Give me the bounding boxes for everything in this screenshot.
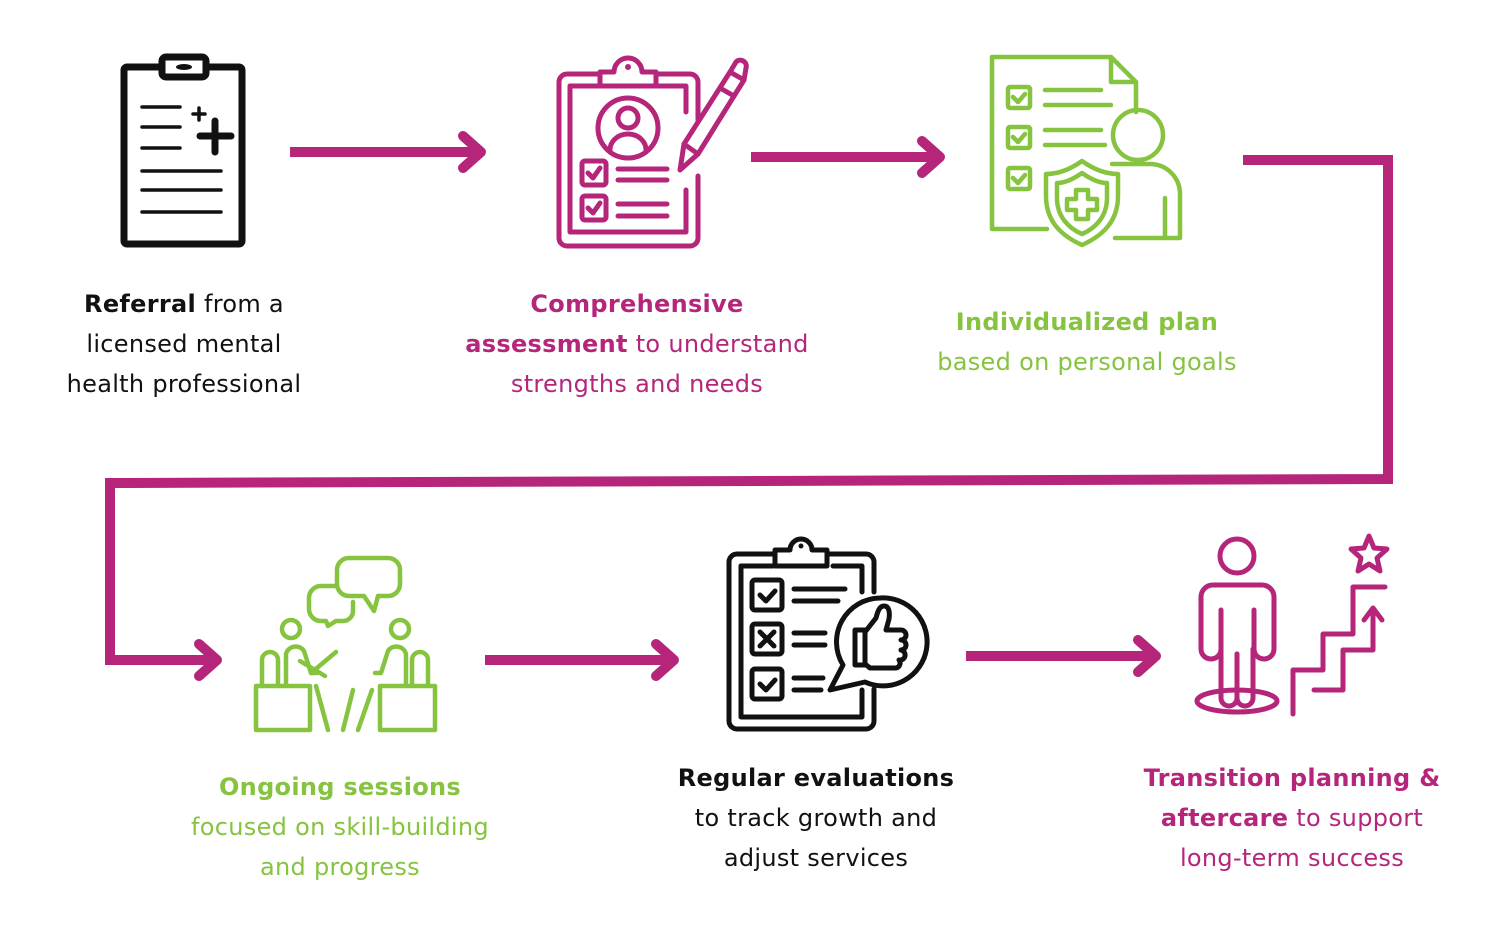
connector-row1-to-row2 bbox=[105, 155, 1393, 681]
step-desc: long-term success bbox=[1179, 844, 1405, 872]
step-title: assessment bbox=[465, 330, 628, 358]
step-desc: based on personal goals bbox=[937, 348, 1237, 376]
step-title: Regular evaluations bbox=[677, 764, 955, 792]
step-desc: health professional bbox=[66, 370, 302, 398]
step-caption-assessment: Comprehensive assessment to understand s… bbox=[465, 284, 808, 404]
person-stairs-star-icon bbox=[1194, 533, 1390, 717]
step-caption-referral: Referral from a licensed mental health p… bbox=[67, 284, 302, 404]
step-caption-sessions: Ongoing sessions focused on skill-buildi… bbox=[191, 767, 489, 887]
arrow-step4-to-step5 bbox=[485, 639, 679, 681]
step-desc: from a bbox=[196, 290, 284, 318]
clipboard-assessment-pen-icon bbox=[556, 55, 749, 249]
step-title: Individualized plan bbox=[955, 308, 1219, 336]
step-caption-evaluations: Regular evaluations to track growth and … bbox=[678, 758, 955, 878]
step-desc: to track growth and bbox=[694, 804, 938, 832]
step-desc: focused on skill-building bbox=[191, 813, 489, 841]
step-desc: strengths and needs bbox=[510, 370, 764, 398]
step-title: Ongoing sessions bbox=[218, 773, 462, 801]
step-desc: to support bbox=[1288, 804, 1424, 832]
step-desc: and progress bbox=[259, 853, 420, 881]
step-title: Transition planning & bbox=[1143, 764, 1441, 792]
step-title: Comprehensive bbox=[530, 290, 744, 318]
counseling-session-icon bbox=[253, 555, 438, 733]
arrow-step2-to-step3 bbox=[751, 136, 945, 178]
arrow-step5-to-step6 bbox=[966, 635, 1161, 677]
clipboard-medical-icon bbox=[120, 53, 246, 248]
step-desc: to understand bbox=[627, 330, 809, 358]
step-title: Referral bbox=[84, 290, 197, 318]
arrow-step1-to-step2 bbox=[290, 131, 486, 173]
personal-plan-shield-icon bbox=[989, 54, 1183, 248]
step-title: aftercare bbox=[1160, 804, 1289, 832]
step-caption-plan: Individualized plan based on personal go… bbox=[937, 302, 1237, 382]
step-caption-transition: Transition planning & aftercare to suppo… bbox=[1144, 758, 1441, 878]
step-desc: licensed mental bbox=[86, 330, 282, 358]
step-desc: adjust services bbox=[723, 844, 909, 872]
evaluation-thumbs-up-icon bbox=[726, 536, 930, 732]
